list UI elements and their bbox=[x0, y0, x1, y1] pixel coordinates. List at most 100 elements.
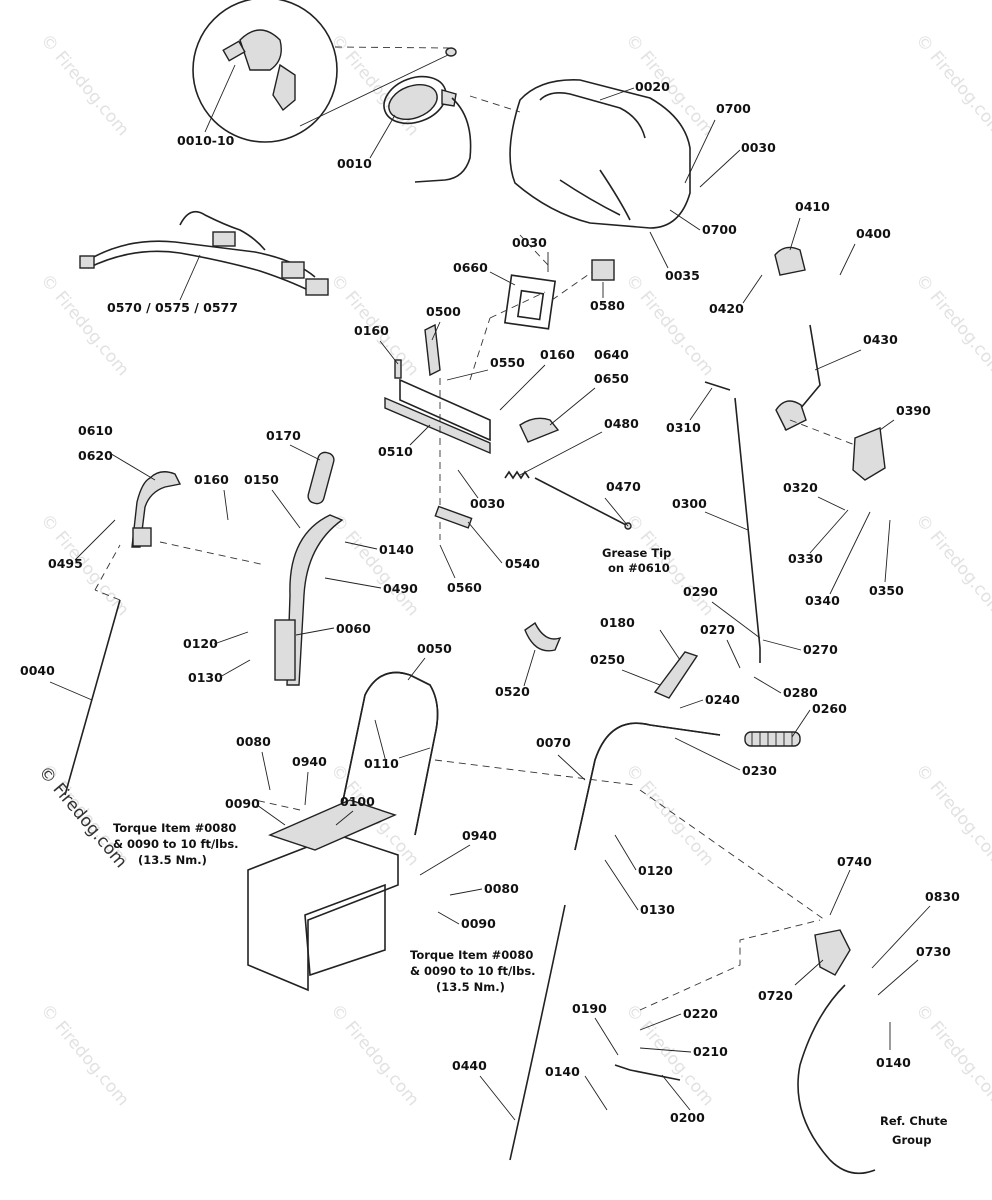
ref-chute-line1: Ref. Chute bbox=[880, 1114, 948, 1128]
label-0160: 0160 bbox=[354, 323, 389, 338]
label-0040: 0040 bbox=[20, 663, 55, 678]
label-0390: 0390 bbox=[896, 403, 931, 418]
label-0470: 0470 bbox=[606, 479, 641, 494]
chute-control bbox=[797, 929, 876, 1175]
label-0110: 0110 bbox=[364, 756, 399, 771]
label-0650: 0650 bbox=[594, 371, 629, 386]
label-0350: 0350 bbox=[869, 583, 904, 598]
label-0730: 0730 bbox=[916, 944, 951, 959]
watermark: © Firedog.com bbox=[326, 510, 423, 620]
label-0035: 0035 bbox=[665, 268, 700, 283]
watermark: © Firedog.com bbox=[621, 760, 718, 870]
label-0010: 0010 bbox=[337, 156, 372, 171]
clip-0520 bbox=[524, 621, 562, 652]
watermark: © Firedog.com bbox=[911, 1000, 992, 1110]
label-0580: 0580 bbox=[590, 298, 625, 313]
lever-0610 bbox=[131, 471, 182, 548]
label-0540: 0540 bbox=[505, 556, 540, 571]
grease-tip-note: Grease Tip on #0610 bbox=[602, 546, 671, 575]
shift-rod bbox=[774, 246, 821, 431]
label-0420: 0420 bbox=[709, 301, 744, 316]
watermark: © Firedog.com bbox=[36, 270, 133, 380]
torque-left-line1: Torque Item #0080 bbox=[113, 821, 236, 835]
headlight-bulb-detail bbox=[192, 0, 457, 143]
label-0160: 0160 bbox=[540, 347, 575, 362]
torque-right-line3: (13.5 Nm.) bbox=[436, 980, 505, 994]
label-0740: 0740 bbox=[837, 854, 872, 869]
label-0160: 0160 bbox=[194, 472, 229, 487]
label-0080: 0080 bbox=[484, 881, 519, 896]
label-0400: 0400 bbox=[856, 226, 891, 241]
label-0120: 0120 bbox=[638, 863, 673, 878]
label-0260: 0260 bbox=[812, 701, 847, 716]
label-0720: 0720 bbox=[758, 988, 793, 1003]
grease-tip-line2: on #0610 bbox=[608, 561, 670, 575]
label-0010-10: 0010-10 bbox=[177, 133, 235, 148]
watermark: © Firedog.com bbox=[36, 30, 133, 140]
label-0660: 0660 bbox=[453, 260, 488, 275]
watermark: © Firedog.com bbox=[36, 1000, 133, 1110]
label-0500: 0500 bbox=[426, 304, 461, 319]
label-0640: 0640 bbox=[594, 347, 629, 362]
label-0130: 0130 bbox=[188, 670, 223, 685]
rod-0040 bbox=[64, 599, 121, 796]
main-handle bbox=[339, 671, 439, 836]
label-0520: 0520 bbox=[495, 684, 530, 699]
watermark: © Firedog.com bbox=[911, 760, 992, 870]
label-0940: 0940 bbox=[292, 754, 327, 769]
label-0550: 0550 bbox=[490, 355, 525, 370]
headlight bbox=[383, 75, 472, 183]
label-0300: 0300 bbox=[672, 496, 707, 511]
grease-tip-line1: Grease Tip bbox=[602, 546, 671, 560]
label-0620: 0620 bbox=[78, 448, 113, 463]
dash-panel-cover bbox=[509, 79, 691, 229]
torque-right-line2: & 0090 to 10 ft/lbs. bbox=[410, 964, 536, 978]
cable-0440 bbox=[509, 904, 566, 1161]
label-0700: 0700 bbox=[702, 222, 737, 237]
label-0330: 0330 bbox=[788, 551, 823, 566]
control-bracket bbox=[384, 323, 560, 455]
label-0150: 0150 bbox=[244, 472, 279, 487]
torque-note-left: Torque Item #0080 & 0090 to 10 ft/lbs. (… bbox=[113, 821, 239, 867]
label-0240: 0240 bbox=[705, 692, 740, 707]
label-0560: 0560 bbox=[447, 580, 482, 595]
grip-0260 bbox=[744, 731, 801, 747]
torque-left-line3: (13.5 Nm.) bbox=[138, 853, 207, 867]
label-0090: 0090 bbox=[225, 796, 260, 811]
label-0830: 0830 bbox=[925, 889, 960, 904]
label-0030: 0030 bbox=[470, 496, 505, 511]
watermark: © Firedog.com bbox=[911, 30, 992, 140]
label-0510: 0510 bbox=[378, 444, 413, 459]
label-0210: 0210 bbox=[693, 1044, 728, 1059]
label-0220: 0220 bbox=[683, 1006, 718, 1021]
label-0490: 0490 bbox=[383, 581, 418, 596]
label-0060: 0060 bbox=[336, 621, 371, 636]
part-labels: 0010-10 0010 0020 0700 0030 0700 0035 04… bbox=[20, 79, 960, 1125]
label-0190: 0190 bbox=[572, 1001, 607, 1016]
ref-chute-line2: Group bbox=[892, 1133, 931, 1147]
label-0070: 0070 bbox=[536, 735, 571, 750]
label-0610: 0610 bbox=[78, 423, 113, 438]
label-0290: 0290 bbox=[683, 584, 718, 599]
label-0280: 0280 bbox=[783, 685, 818, 700]
label-0140: 0140 bbox=[545, 1064, 580, 1079]
firedog-logo: © Firedog.com bbox=[34, 762, 131, 872]
left-handle bbox=[274, 451, 344, 686]
ref-chute-note: Ref. Chute Group bbox=[880, 1114, 948, 1147]
label-0700: 0700 bbox=[716, 101, 751, 116]
label-0200: 0200 bbox=[670, 1110, 705, 1125]
label-0080: 0080 bbox=[236, 734, 271, 749]
watermark: © Firedog.com bbox=[911, 270, 992, 380]
label-0030: 0030 bbox=[741, 140, 776, 155]
label-0270: 0270 bbox=[700, 622, 735, 637]
right-handle bbox=[574, 722, 721, 851]
label-0270: 0270 bbox=[803, 642, 838, 657]
label-0140: 0140 bbox=[876, 1055, 911, 1070]
label-0310: 0310 bbox=[666, 420, 701, 435]
label-0480: 0480 bbox=[604, 416, 639, 431]
torque-left-line2: & 0090 to 10 ft/lbs. bbox=[113, 837, 239, 851]
torque-right-line1: Torque Item #0080 bbox=[410, 948, 533, 962]
watermark: © Firedog.com bbox=[911, 510, 992, 620]
label-0230: 0230 bbox=[742, 763, 777, 778]
